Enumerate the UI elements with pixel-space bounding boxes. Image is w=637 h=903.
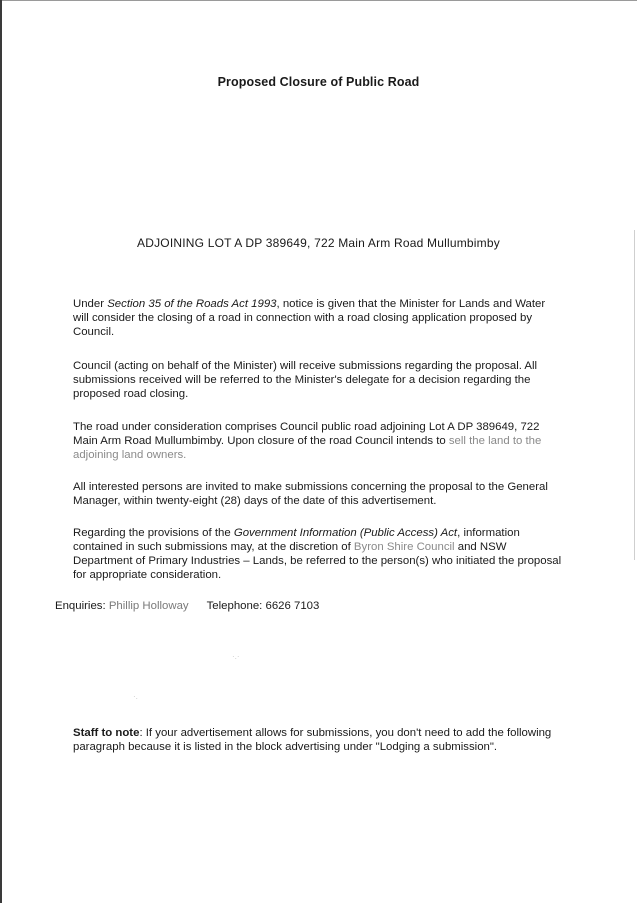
enquiries-contact-name: Phillip Holloway	[108, 600, 189, 612]
document-subtitle: ADJOINING LOT A DP 389649, 722 Main Arm …	[137, 236, 500, 250]
paragraph-submissions: Council (acting on behalf of the Ministe…	[73, 360, 538, 400]
enquiries-line: Enquiries: Phillip Holloway Telephone: 66…	[55, 600, 319, 612]
enquiries-label: Enquiries:	[55, 600, 109, 612]
paragraph-invitation: All interested persons are invited to ma…	[73, 481, 548, 507]
enquiries-telephone: Telephone: 6626 7103	[206, 600, 320, 612]
staff-note-text: : If your advertisement allows for submi…	[73, 727, 552, 753]
staff-note: Staff to note: If your advertisement all…	[73, 726, 563, 754]
scan-speck: ·.·	[232, 652, 240, 661]
document-title: Proposed Closure of Public Road	[217, 75, 420, 89]
paragraph-notice-text-a: Under	[73, 298, 108, 310]
scan-speck: ·.	[133, 692, 138, 701]
council-name: Byron Shire Council	[353, 541, 455, 553]
scan-edge-right	[634, 230, 635, 560]
roads-act-reference: Section 35 of the Roads Act 1993	[107, 298, 277, 310]
staff-note-label: Staff to note	[73, 727, 140, 739]
paragraph-gipa-text-b: , information contained in such submissi…	[73, 527, 520, 553]
gipa-act-reference: Government Information (Public Access) A…	[233, 527, 458, 539]
paragraph-road-faint-text: sell the land to the adjoining land owne…	[73, 435, 542, 461]
scan-edge-left	[0, 0, 2, 903]
scan-edge-top	[0, 0, 637, 1]
paragraph-notice-text-b: , notice is given that the Minister for …	[73, 298, 546, 338]
paragraph-road-description: The road under consideration comprises C…	[73, 420, 563, 462]
paragraph-road-text: The road under consideration comprises C…	[73, 421, 540, 447]
paragraph-gipa-text-a: Regarding the provisions of the	[73, 527, 234, 539]
paragraph-gipa: Regarding the provisions of the Governme…	[73, 526, 563, 582]
paragraph-gipa-text-c: and NSW Department of Primary Industries…	[73, 541, 562, 581]
paragraph-notice: Under Section 35 of the Roads Act 1993, …	[73, 297, 563, 339]
